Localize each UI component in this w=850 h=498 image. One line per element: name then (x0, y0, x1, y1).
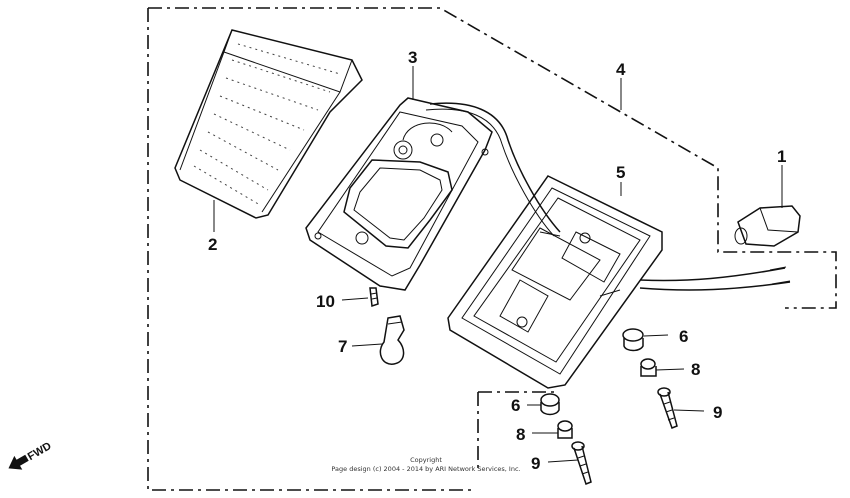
leader-lines (213, 66, 783, 463)
callout-7: 7 (338, 337, 347, 356)
copyright-notice: Copyright Page design (c) 2004 - 2014 by… (331, 456, 520, 473)
collar-part-lower (557, 420, 573, 439)
cap-part (734, 205, 801, 247)
screw-part-10 (369, 287, 379, 308)
base-part (305, 97, 561, 291)
grommet-part-upper (622, 328, 644, 352)
callout-labels: 1 2 3 4 5 6 6 7 8 8 9 9 10 (208, 48, 786, 473)
grommet-part-lower (540, 393, 560, 416)
lens-part (174, 29, 363, 219)
callout-10: 10 (316, 292, 335, 311)
fwd-arrow-icon (8, 454, 29, 470)
callout-5: 5 (616, 163, 625, 182)
callout-8-upper: 8 (691, 360, 700, 379)
callout-8-lower: 8 (516, 425, 525, 444)
callout-2: 2 (208, 235, 217, 254)
collar-part-upper (640, 358, 657, 377)
fwd-label: FWD (26, 440, 54, 463)
fwd-direction-marker: FWD (8, 440, 54, 470)
housing-part (447, 175, 791, 389)
callout-3: 3 (408, 48, 417, 67)
bulb-part (379, 315, 405, 365)
callout-6-upper: 6 (679, 327, 688, 346)
copyright-line-1: Copyright (410, 456, 442, 464)
assembly-boundary (147, 7, 837, 491)
callout-1: 1 (777, 147, 786, 166)
copyright-line-2: Page design (c) 2004 - 2014 by ARI Netwo… (331, 465, 520, 473)
callout-9-lower: 9 (531, 454, 540, 473)
bolt-part-upper (657, 387, 678, 429)
callout-9-upper: 9 (713, 403, 722, 422)
callout-6-lower: 6 (511, 396, 520, 415)
bolt-part-lower (571, 441, 592, 485)
callout-4: 4 (616, 60, 626, 79)
